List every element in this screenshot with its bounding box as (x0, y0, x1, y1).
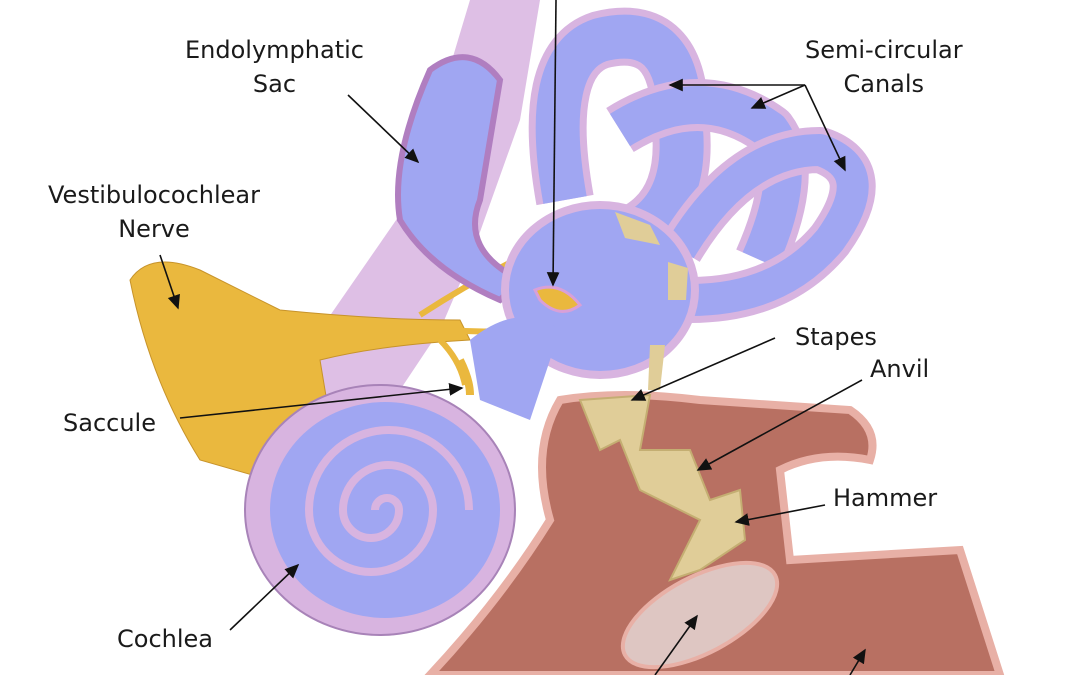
label-semicircular-canals: Semi-circular Canals (805, 33, 963, 101)
label-line: Semi-circular (805, 36, 963, 64)
semicircular-canals-shape (528, 7, 876, 323)
label-cochlea: Cochlea (117, 625, 213, 653)
utricle-shape (532, 285, 583, 313)
canal-joint (648, 345, 665, 390)
vestibulocochlear-nerve-shape (129, 261, 471, 481)
cochlea-shape (244, 384, 516, 636)
label-line: Canals (843, 70, 925, 98)
vestibule-duct (470, 317, 560, 420)
saccule-shape (456, 358, 474, 396)
canal-joint (668, 262, 688, 300)
label-hammer: Hammer (833, 484, 938, 512)
eardrum-shape (620, 560, 780, 670)
endolymphatic-sac-shape (395, 54, 526, 304)
label-line: Endolymphatic (185, 36, 364, 64)
label-vestibulocochlear-nerve: Vestibulocochlear Nerve (48, 178, 260, 246)
label-endolymphatic-sac: Endolymphatic Sac (185, 33, 364, 101)
label-line: Vestibulocochlear (48, 181, 260, 209)
ossicles-shape (578, 393, 747, 582)
label-saccule: Saccule (63, 409, 156, 437)
leader-lines (159, 0, 866, 675)
label-stapes: Stapes (795, 323, 877, 351)
canal-joint (615, 212, 660, 245)
label-line: Nerve (118, 215, 190, 243)
label-line: Sac (252, 70, 297, 98)
label-anvil: Anvil (870, 355, 930, 383)
